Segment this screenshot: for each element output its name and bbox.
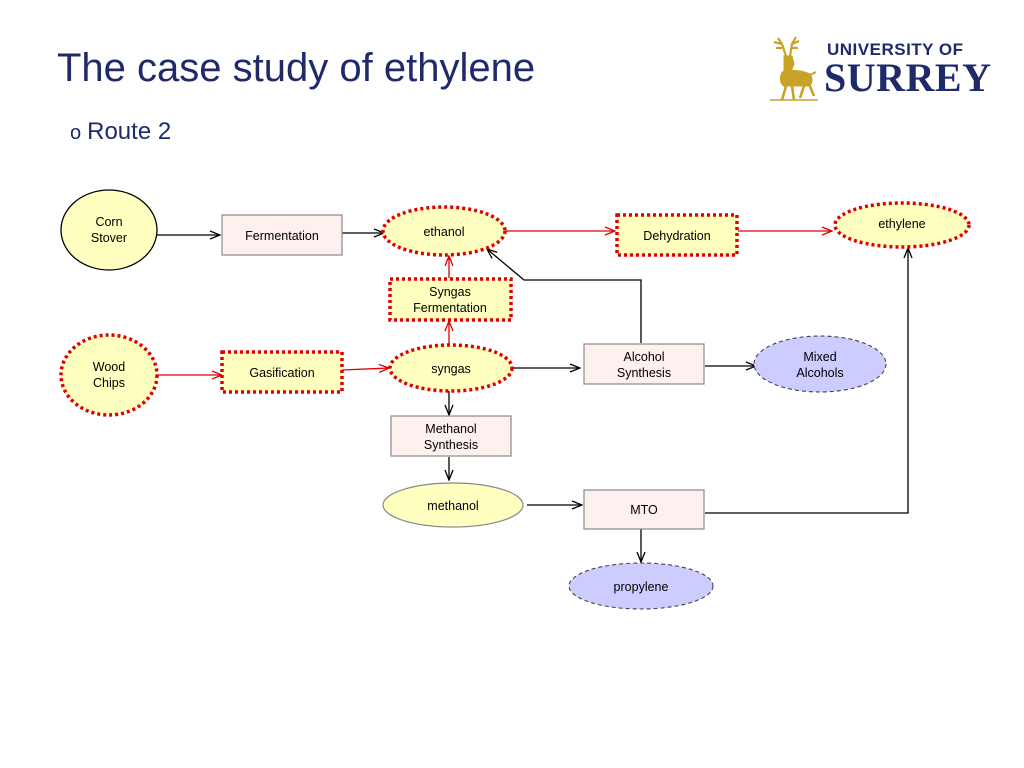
slide-title: The case study of ethylene: [57, 46, 536, 90]
node-ethylene: ethylene: [833, 201, 971, 249]
stag-icon: [770, 36, 818, 101]
node-ethanol: ethanol: [381, 205, 507, 257]
node-syngas: syngas: [388, 343, 514, 393]
bullet-text: Route 2: [87, 118, 172, 145]
node-label-fermentation: Fermentation: [245, 229, 319, 243]
logo-text-surrey: SURREY: [824, 55, 992, 100]
node-mto: MTO: [583, 489, 705, 530]
node-label-ethylene: ethylene: [878, 217, 925, 231]
node-fermentation: Fermentation: [221, 214, 343, 256]
node-label-ethanol: ethanol: [423, 225, 464, 239]
node-gasification: Gasification: [220, 350, 344, 394]
node-label-gasification: Gasification: [249, 366, 314, 380]
node-propylene: propylene: [568, 562, 714, 610]
arrow-alcohol-synthesis-to-ethanol: [487, 249, 642, 343]
university-logo: UNIVERSITY OF SURREY: [760, 32, 992, 106]
connectors: [157, 231, 908, 562]
node-dehydration: Dehydration: [615, 213, 739, 257]
logo-text-university-of: UNIVERSITY OF: [827, 40, 964, 59]
arrow-gasification-to-syngas: [341, 368, 389, 370]
node-label-methanol: methanol: [427, 499, 478, 513]
arrow-mto-to-ethylene: [705, 248, 908, 514]
node-methanol: methanol: [382, 482, 524, 528]
node-label-mto: MTO: [630, 503, 658, 517]
node-label-dehydration: Dehydration: [643, 229, 710, 243]
hollow-circle-bullet-icon: o: [70, 122, 82, 144]
node-label-propylene: propylene: [614, 580, 669, 594]
node-label-syngas: syngas: [431, 362, 471, 376]
